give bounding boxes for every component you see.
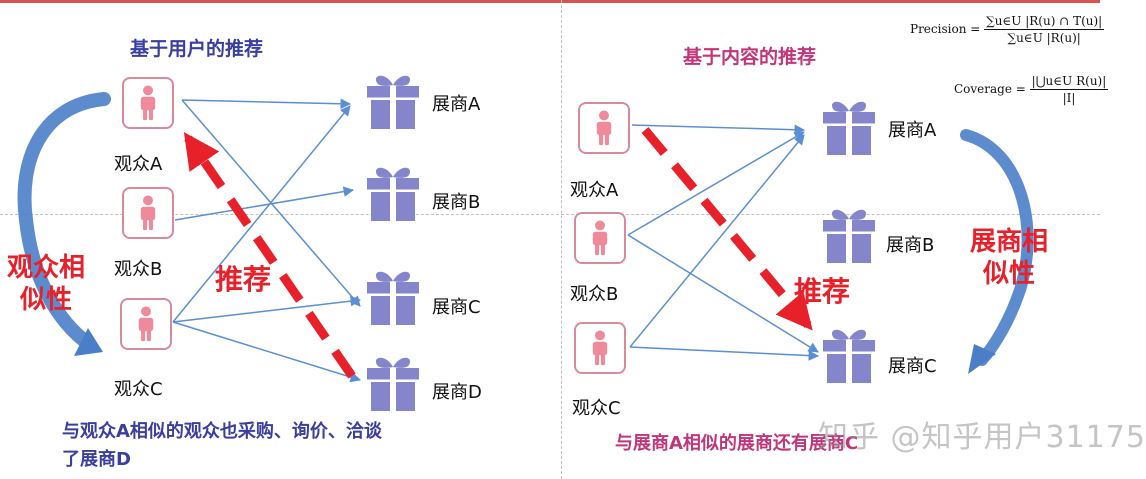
left-similarity-arrowhead <box>74 328 103 356</box>
left-user-c-label: 观众C <box>114 379 163 400</box>
right-user-b-label: 观众B <box>570 284 619 305</box>
connections-layer <box>17 92 1034 383</box>
right-similarity-arrowhead <box>968 344 996 374</box>
right-vendor-b-gift-icon <box>820 206 878 264</box>
watermark: 知乎 @知乎用户31175 <box>818 420 1146 455</box>
left-vendor-c-gift-icon <box>364 268 422 326</box>
left-similarity-label: 观众相似性 <box>6 253 85 315</box>
left-similarity-arrow <box>17 92 111 352</box>
precision-denominator: ∑u∈U |R(u)| <box>1007 31 1081 45</box>
left-user-b-person-icon <box>122 187 174 239</box>
precision-numerator: ∑u∈U |R(u) ∩ T(u)| <box>984 14 1105 30</box>
left-caption: 与观众A相似的观众也采购、询价、洽谈了展商D <box>62 421 382 470</box>
right-user-a-person-icon <box>578 102 630 154</box>
coverage-denominator: |I| <box>1062 91 1076 105</box>
left-title: 基于用户的推荐 <box>130 38 264 60</box>
coverage-name: Coverage = <box>954 82 1026 96</box>
left-vendor-d-label: 展商D <box>432 382 482 403</box>
precision-name: Precision = <box>910 22 981 36</box>
left-vendor-a-gift-icon <box>364 72 422 130</box>
right-recommend-arrow <box>641 127 813 331</box>
coverage-numerator: |⋃u∈U R(u)| <box>1029 74 1109 90</box>
right-user-c-person-icon <box>574 322 626 374</box>
right-recommend-label: 推荐 <box>794 275 851 308</box>
left-recommend-label: 推荐 <box>215 263 272 296</box>
right-caption: 与展商A相似的展商还有展商C <box>615 433 859 454</box>
right-user-b-person-icon <box>574 212 626 264</box>
horizontal-divider <box>0 214 1100 215</box>
right-vendor-a-gift-icon <box>820 98 878 156</box>
vertical-divider <box>561 0 562 479</box>
left-user-a-label: 观众A <box>114 154 163 175</box>
right-title: 基于内容的推荐 <box>683 46 817 68</box>
coverage-formula: Coverage = |⋃u∈U R(u)| |I| <box>954 74 1109 105</box>
right-similarity-arrow <box>960 129 1034 366</box>
left-vendor-d-gift-icon <box>364 354 422 412</box>
left-links <box>172 98 362 383</box>
left-vendor-a-label: 展商A <box>432 94 481 115</box>
left-recommend-arrow <box>183 132 356 379</box>
precision-formula: Precision = ∑u∈U |R(u) ∩ T(u)| ∑u∈U |R(u… <box>910 14 1105 45</box>
right-vendor-c-label: 展商C <box>888 356 937 377</box>
right-user-c-label: 观众C <box>572 398 621 419</box>
left-user-c-person-icon <box>120 298 172 350</box>
left-vendor-b-gift-icon <box>364 164 422 222</box>
left-vendor-c-label: 展商C <box>432 297 481 318</box>
left-vendor-b-label: 展商B <box>432 192 481 213</box>
left-user-a-person-icon <box>122 77 174 129</box>
top-accent-bar <box>0 0 1100 3</box>
right-vendor-a-label: 展商A <box>888 120 937 141</box>
right-vendor-b-label: 展商B <box>886 235 935 256</box>
left-user-b-label: 观众B <box>114 259 163 280</box>
right-links <box>627 124 820 361</box>
right-vendor-c-gift-icon <box>820 326 878 384</box>
right-user-a-label: 观众A <box>570 180 619 201</box>
right-similarity-label: 展商相似性 <box>969 227 1048 289</box>
